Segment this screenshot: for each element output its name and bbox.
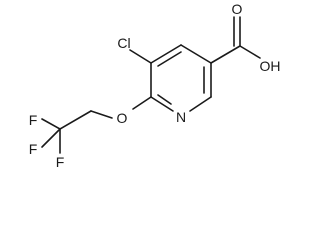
bond-carboxyl-oh <box>239 45 261 59</box>
pyridine-ring <box>150 44 212 112</box>
atom-label-ring-n: N <box>176 109 186 125</box>
chemical-structure: Cl O OH N O F F F <box>29 1 281 170</box>
bond-c5-cl <box>129 49 152 64</box>
bond-c2-n1 <box>189 96 212 112</box>
atom-label-ether-o: O <box>117 110 128 126</box>
bond-ch2-cf3 <box>59 110 92 130</box>
bond-c5-c4 <box>150 44 182 64</box>
bond-c6-o <box>132 96 152 110</box>
double-bond-n1-c6-inner <box>157 94 172 105</box>
bond-o-ch2 <box>90 110 113 119</box>
atom-label-carbonyl-o: O <box>232 1 243 17</box>
bond-c4-c3 <box>180 44 212 64</box>
atom-label-oh: OH <box>260 58 281 74</box>
bond-n1-c6 <box>150 96 174 112</box>
trifluoroethoxy-group <box>41 96 152 154</box>
atom-label-f2: F <box>29 141 38 157</box>
double-bond-c4-c5-inner <box>157 51 182 67</box>
atom-label-f3: F <box>56 154 65 170</box>
carboxylic-acid-group <box>210 16 261 64</box>
bond-c-f1 <box>41 118 61 130</box>
atom-label-f1: F <box>29 112 38 128</box>
bond-c3-carboxyl <box>210 45 241 64</box>
bond-c-f2 <box>41 128 61 148</box>
atom-label-cl: Cl <box>117 35 130 51</box>
